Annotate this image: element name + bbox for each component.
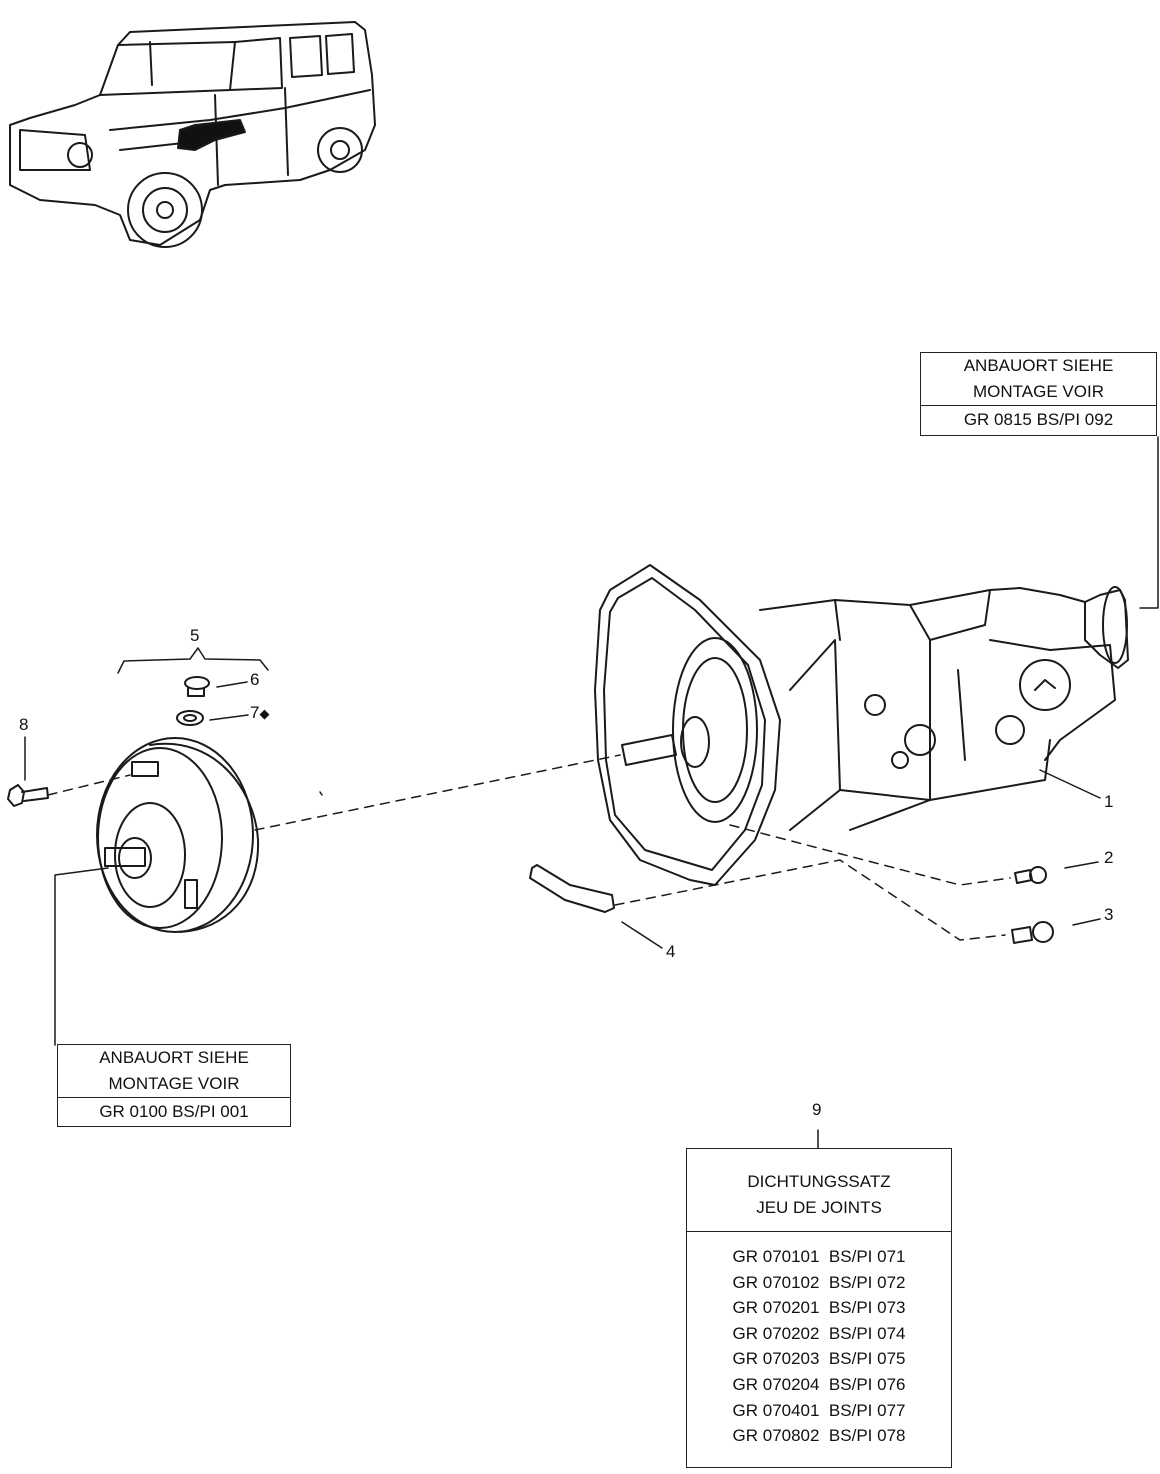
gasket-kit-box: DICHTUNGSSATZ JEU DE JOINTS GR 070101 BS… [686,1148,952,1468]
sealing-ring-part-7 [176,710,204,726]
entry-bspi: BS/PI 073 [828,1298,906,1318]
bolt-part-8 [7,784,49,807]
gasket-kit-entry: GR 070101 BS/PI 071 [687,1244,951,1270]
reference-box-converter: ANBAUORT SIEHE MONTAGE VOIR GR 0100 BS/P… [57,1044,291,1127]
transmission-location-highlight [177,119,246,151]
entry-bspi: BS/PI 076 [828,1374,906,1394]
callout-3: 3 [1104,905,1114,924]
callout-7: 7◆ [250,704,269,723]
entry-gr: GR 070201 [732,1298,820,1318]
transmission-assembly-illustration [594,564,1129,886]
vehicle-locator-illustration [9,21,376,248]
entry-gr: GR 070204 [732,1374,820,1394]
callout-5: 5 [190,626,200,645]
entry-gr: GR 070802 [732,1426,820,1446]
bolt-part-3 [1011,921,1054,944]
entry-gr: GR 070102 [732,1272,820,1292]
callout-7-number: 7 [250,703,260,722]
gasket-kit-entry: GR 070203 BS/PI 075 [687,1346,951,1372]
torque-converter-illustration [96,737,260,933]
gasket-kit-title: DICHTUNGSSATZ JEU DE JOINTS [687,1149,951,1231]
callout-1: 1 [1104,792,1114,811]
diamond-marker-icon: ◆ [259,706,270,721]
assembly-guide-lines [47,754,1011,941]
entry-gr: GR 070101 [732,1247,820,1266]
entry-bspi: BS/PI 077 [828,1400,906,1420]
gasket-kit-entry: GR 070401 BS/PI 077 [687,1398,951,1424]
entry-bspi: BS/PI 072 [828,1272,906,1292]
reference-box-ref: GR 0100 BS/PI 001 [58,1097,290,1125]
gasket-kit-entry: GR 070102 BS/PI 072 [687,1270,951,1296]
gasket-kit-entry: GR 070204 BS/PI 076 [687,1372,951,1398]
callout-9: 9 [812,1100,822,1119]
entry-bspi: BS/PI 074 [828,1323,906,1343]
callout-8: 8 [19,715,29,734]
entry-gr: GR 070203 [732,1349,820,1369]
callout-6: 6 [250,670,260,689]
leader-line-transmission-ref [1139,436,1159,609]
reference-box-line1: ANBAUORT SIEHE [963,356,1114,375]
entry-bspi: BS/PI 071 [828,1247,906,1266]
gasket-kit-entry: GR 070201 BS/PI 073 [687,1295,951,1321]
gasket-strip-part-4 [529,864,615,913]
reference-box-line1: ANBAUORT SIEHE [99,1048,249,1067]
reference-box-line2: MONTAGE VOIR [973,382,1104,401]
bolt-part-2 [1014,866,1047,884]
gasket-kit-list: GR 070101 BS/PI 071 GR 070102 BS/PI 072 … [687,1231,951,1449]
reference-box-line2: MONTAGE VOIR [108,1074,240,1093]
callout-4: 4 [666,942,676,961]
callout-leaders [24,647,1101,1149]
drain-plug-part-6 [184,676,210,697]
entry-bspi: BS/PI 078 [828,1426,906,1446]
entry-gr: GR 070202 [732,1323,820,1343]
entry-bspi: BS/PI 075 [828,1349,906,1369]
gasket-kit-entry: GR 070202 BS/PI 074 [687,1321,951,1347]
entry-gr: GR 070401 [732,1400,820,1420]
gasket-kit-title-fr: JEU DE JOINTS [756,1198,882,1217]
reference-box-ref: GR 0815 BS/PI 092 [921,405,1156,433]
reference-box-transmission: ANBAUORT SIEHE MONTAGE VOIR GR 0815 BS/P… [920,352,1157,436]
gasket-kit-title-de: DICHTUNGSSATZ [747,1172,891,1191]
callout-2: 2 [1104,848,1114,867]
gasket-kit-entry: GR 070802 BS/PI 078 [687,1423,951,1449]
